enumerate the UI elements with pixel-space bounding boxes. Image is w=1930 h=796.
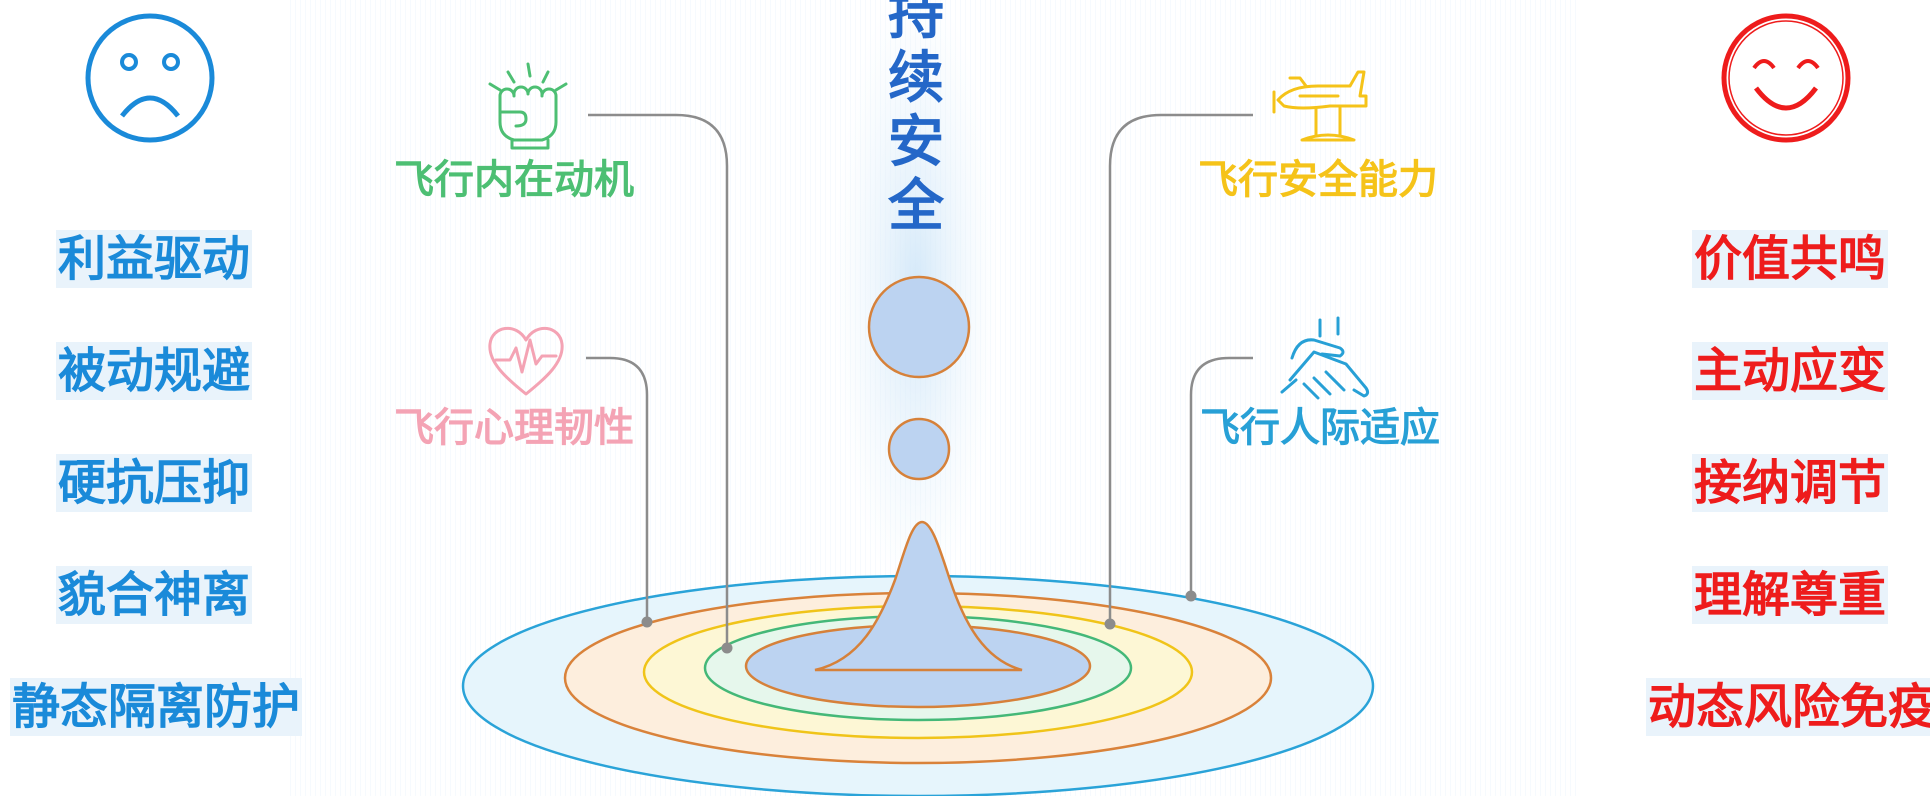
airplane-icon bbox=[1272, 70, 1368, 142]
title-char: 安 bbox=[888, 109, 944, 175]
connector-dot-motivation bbox=[721, 642, 733, 654]
left-label: 貌合神离 bbox=[56, 566, 253, 624]
connector-dot-resilience bbox=[641, 616, 653, 628]
vertical-title: 持 续 安 全 bbox=[884, 0, 948, 238]
factor-interpersonal-label: 飞行人际适应 bbox=[1200, 405, 1440, 451]
left-label: 硬抗压抑 bbox=[56, 454, 253, 512]
connector-motivation bbox=[588, 113, 729, 648]
factor-resilience-label: 飞行心理韧性 bbox=[394, 405, 634, 451]
connector-resilience bbox=[586, 356, 649, 622]
right-label: 理解尊重 bbox=[1692, 566, 1889, 624]
splash-peak bbox=[814, 520, 1023, 672]
heart-pulse-icon bbox=[488, 327, 564, 396]
factor-safety-label: 飞行安全能力 bbox=[1198, 157, 1438, 203]
title-char: 持 bbox=[888, 0, 944, 47]
connector-safety bbox=[1108, 113, 1253, 624]
left-label: 利益驱动 bbox=[56, 230, 253, 288]
title-char: 全 bbox=[888, 173, 944, 239]
happy-face-icon bbox=[1721, 13, 1851, 143]
left-label: 静态隔离防护 bbox=[10, 678, 303, 736]
connector-dot-safety bbox=[1104, 618, 1116, 630]
sad-face-icon bbox=[85, 13, 215, 143]
right-label: 动态风险免疫 bbox=[1646, 678, 1930, 736]
connector-dot-interpersonal bbox=[1185, 590, 1197, 602]
right-label: 接纳调节 bbox=[1692, 454, 1889, 512]
factor-motivation-label: 飞行内在动机 bbox=[394, 157, 634, 203]
handshake-icon bbox=[1280, 316, 1370, 400]
left-label: 被动规避 bbox=[56, 342, 253, 400]
right-label: 主动应变 bbox=[1692, 342, 1889, 400]
droplet-small bbox=[887, 417, 951, 481]
connector-interpersonal bbox=[1189, 356, 1253, 596]
right-label: 价值共鸣 bbox=[1692, 230, 1889, 288]
title-char: 续 bbox=[888, 45, 944, 111]
fist-icon bbox=[488, 62, 568, 150]
droplet-large bbox=[867, 275, 971, 379]
